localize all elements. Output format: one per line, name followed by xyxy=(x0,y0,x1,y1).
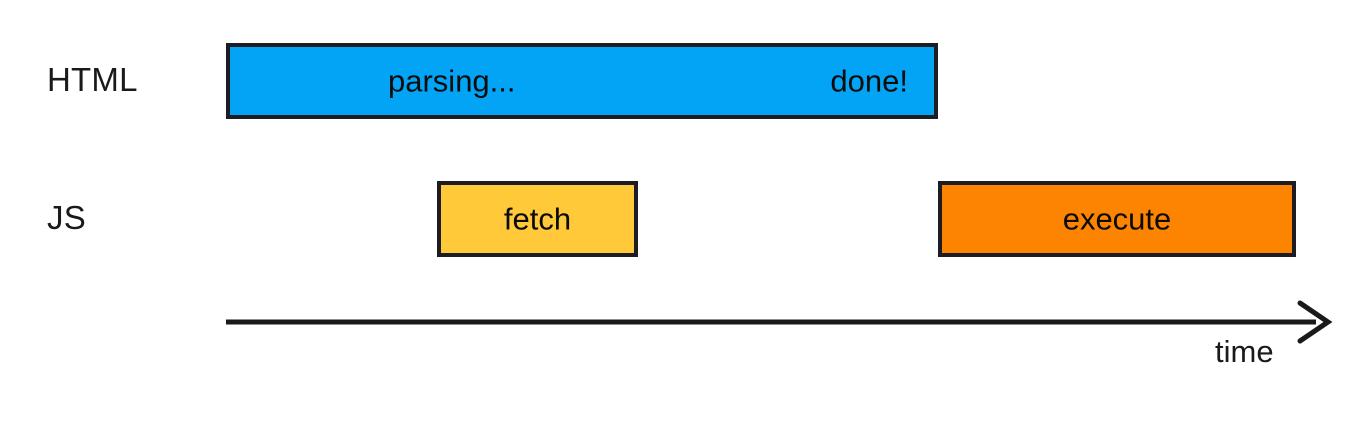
time-axis-arrow xyxy=(226,300,1333,344)
row-label-js: JS xyxy=(47,199,86,236)
timeline-bar-html-parsing: parsing... done! xyxy=(226,43,938,119)
timeline-bar-js-execute: execute xyxy=(938,181,1296,257)
bar-label-done: done! xyxy=(830,63,908,99)
bar-label-execute: execute xyxy=(1062,201,1172,237)
arrowhead-icon xyxy=(1297,300,1333,344)
bar-label-fetch: fetch xyxy=(503,201,572,237)
timeline-bar-js-fetch: fetch xyxy=(437,181,638,257)
bar-label-parsing: parsing... xyxy=(388,63,516,99)
time-axis-caption: time xyxy=(1215,334,1274,369)
row-label-html: HTML xyxy=(47,61,138,98)
